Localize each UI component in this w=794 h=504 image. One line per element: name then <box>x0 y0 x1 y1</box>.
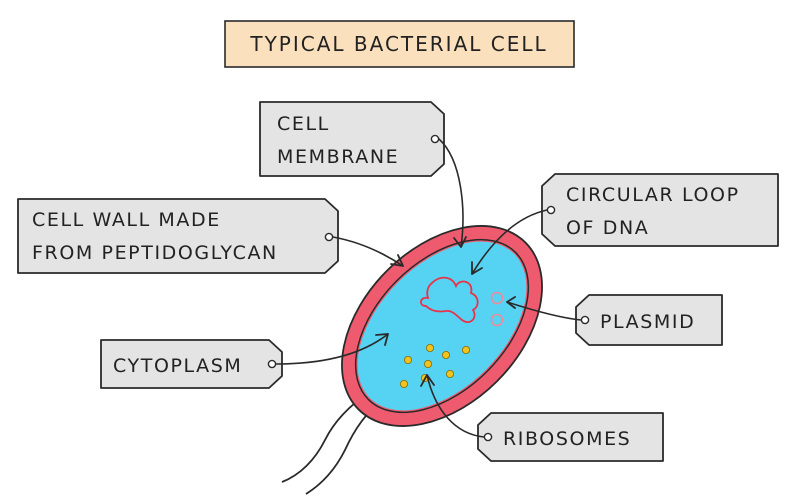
ribosome-dot <box>441 350 450 359</box>
arrow-cytoplasm <box>275 333 389 365</box>
ribosome-dot <box>399 379 408 388</box>
title-banner: TYPICAL BACTERIAL CELL <box>224 20 575 68</box>
arrow-circular-dna <box>471 209 548 275</box>
cell-membrane <box>354 238 530 414</box>
pointer-arrows <box>275 138 582 438</box>
arrow-cell-membrane <box>438 138 464 248</box>
cell-membrane-line1: CELL <box>277 113 330 135</box>
plasmid-circle <box>490 291 504 305</box>
ribosome-dot <box>425 343 434 352</box>
cytoplasm-text: CYTOPLASM <box>113 355 242 377</box>
arrow-ribosomes <box>426 374 485 438</box>
plasmid-circle <box>490 313 504 327</box>
circular-dna-line2: OF DNA <box>566 217 649 239</box>
label-cytoplasm: CYTOPLASM <box>100 339 283 389</box>
title-text: TYPICAL BACTERIAL CELL <box>249 32 547 56</box>
label-ribosomes: RIBOSOMES <box>477 412 664 462</box>
circular-dna <box>420 276 479 323</box>
ribosome-dot <box>445 369 454 378</box>
circular-dna-line1: CIRCULAR LOOP <box>566 184 740 206</box>
cell-wall-line2: FROM PEPTIDOGLYCAN <box>32 242 278 264</box>
ribosomes-text: RIBOSOMES <box>503 428 631 450</box>
label-cell-membrane: CELL MEMBRANE <box>259 101 445 177</box>
label-plasmid: PLASMID <box>575 294 723 346</box>
ribosome-dot <box>423 359 432 368</box>
cytoplasm <box>357 241 527 411</box>
ribosome-dot <box>403 355 412 364</box>
plasmid-text: PLASMID <box>600 311 695 333</box>
arrow-plasmid <box>506 301 582 321</box>
label-circular-dna: CIRCULAR LOOP OF DNA <box>541 173 779 247</box>
label-cell-wall: CELL WALL MADE FROM PEPTIDOGLYCAN <box>17 198 339 274</box>
ribosomes <box>399 343 470 388</box>
bacterial-cell <box>341 225 543 427</box>
cell-wall-line1: CELL WALL MADE <box>32 209 221 231</box>
cell-membrane-line2: MEMBRANE <box>277 146 399 168</box>
ribosome-dot <box>461 345 470 354</box>
arrow-cell-wall <box>332 236 404 267</box>
